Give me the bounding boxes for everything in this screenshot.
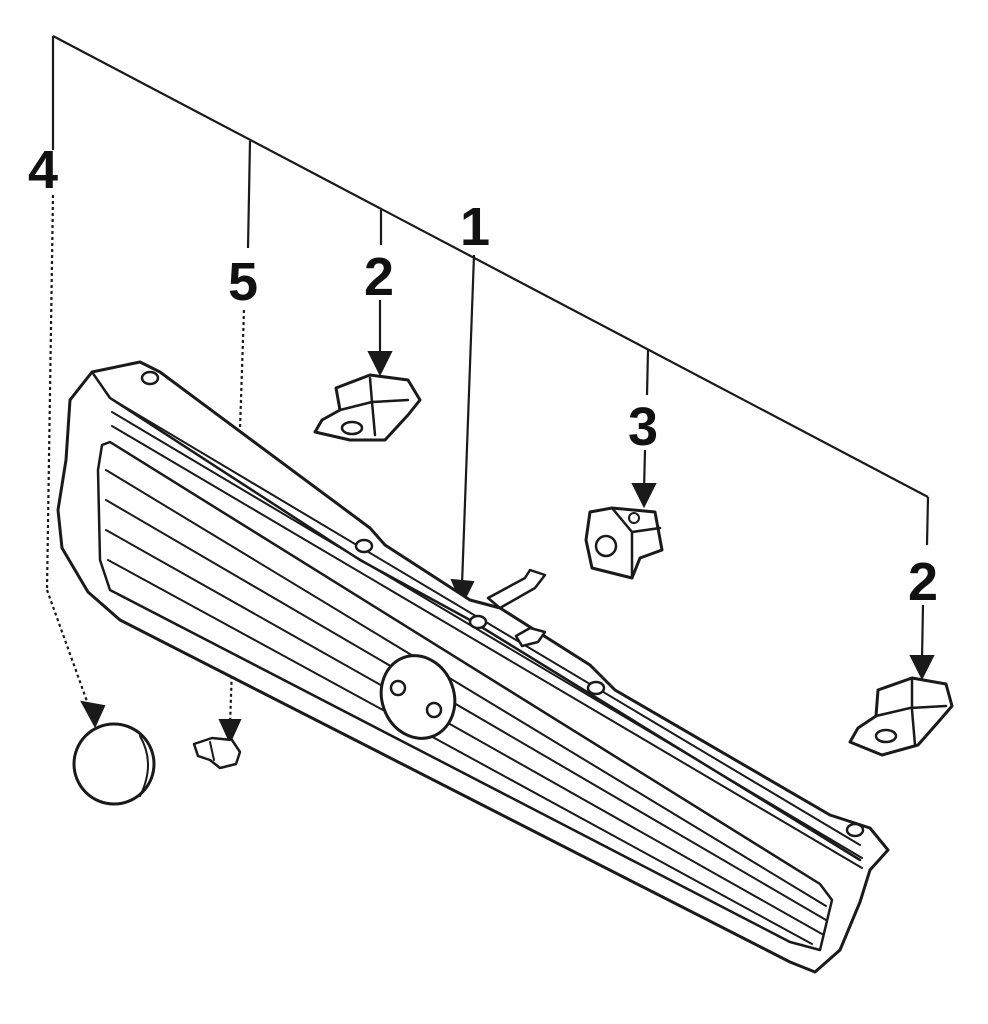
clip-part xyxy=(192,736,242,770)
callout-2b: 2 xyxy=(908,552,938,612)
callout-2a: 2 xyxy=(364,247,394,307)
callout-1-leader xyxy=(450,254,476,607)
callout-4: 4 xyxy=(28,140,58,200)
callout-3-leader xyxy=(631,349,657,509)
callout-5: 5 xyxy=(228,252,258,312)
callout-1: 1 xyxy=(460,197,490,257)
callout-5-leader xyxy=(218,140,252,745)
callout-3: 3 xyxy=(628,397,658,457)
callout-2a-leader xyxy=(367,210,393,377)
callout-4-leader xyxy=(45,36,106,729)
bracket-right-part xyxy=(848,676,954,757)
callout-2b-leader xyxy=(909,496,935,681)
grille-part xyxy=(56,360,890,974)
cap-part xyxy=(72,722,156,806)
bracket-left-part xyxy=(313,373,422,442)
leader-bar xyxy=(52,35,929,498)
nut-part xyxy=(584,506,664,580)
